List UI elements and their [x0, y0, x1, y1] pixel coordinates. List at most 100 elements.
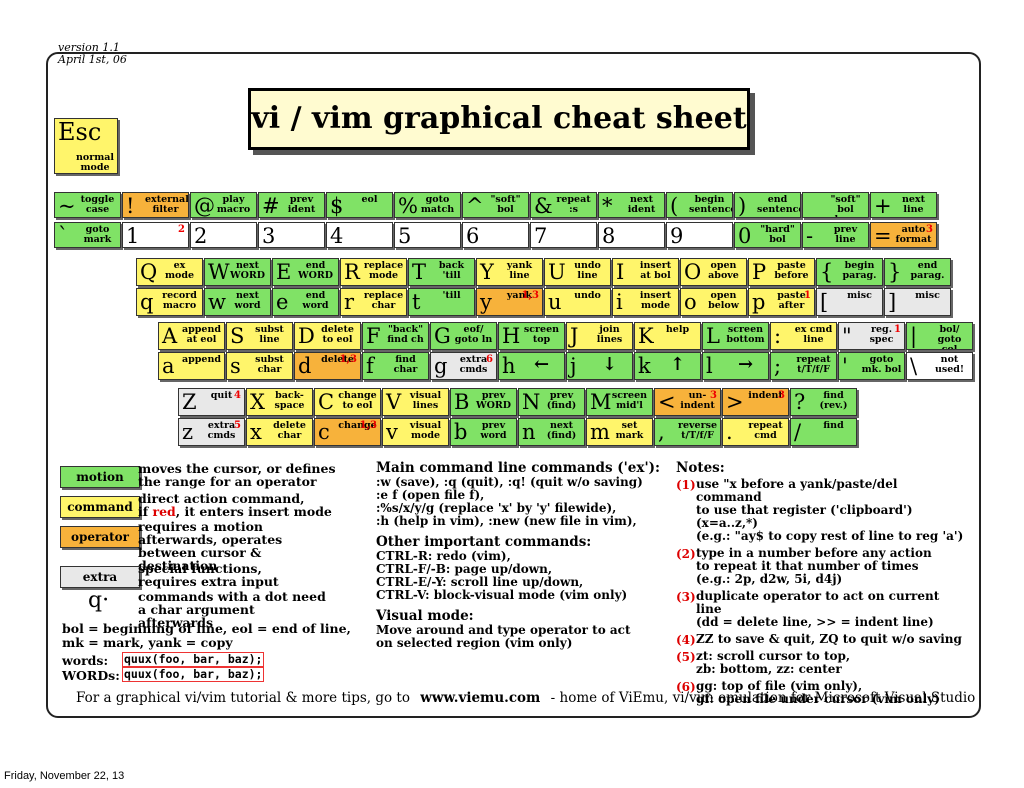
- key-desc: repeat :s: [556, 194, 591, 215]
- key-row1_top-10: )end sentence: [734, 192, 801, 218]
- key-label: _: [806, 194, 817, 218]
- key-label: D: [298, 324, 315, 348]
- key-desc: not used!: [934, 354, 965, 375]
- key-label: M: [590, 390, 612, 414]
- key-row1_top-9: (begin sentence: [666, 192, 733, 218]
- key-label: V: [386, 390, 402, 414]
- key-row3_bot-10: ' goto mk. bol: [838, 352, 905, 380]
- key-label: A: [162, 324, 178, 348]
- key-desc: prev (find): [546, 390, 577, 411]
- key-row1_bot-4: 4: [326, 222, 393, 248]
- key-label: #: [262, 194, 280, 218]
- key-label: H: [502, 324, 521, 348]
- note-text: zt: scroll cursor to top,: [696, 649, 851, 663]
- key-label: ~: [58, 194, 76, 218]
- key-row2_top-10: {begin parag.: [816, 258, 883, 286]
- legend-command-text2a: if: [138, 504, 153, 519]
- key-label: 3: [262, 224, 276, 248]
- key-desc: begin sentence: [689, 194, 733, 215]
- key-desc: delete char: [273, 420, 306, 441]
- key-row1_top-8: *next ident: [598, 192, 665, 218]
- key-desc: next word: [234, 290, 261, 311]
- key-desc: goto mark: [83, 224, 112, 245]
- footer-link[interactable]: www.viemu.com: [420, 690, 541, 706]
- key-desc: bol/ goto col: [937, 324, 962, 350]
- key-label: ': [842, 354, 848, 378]
- other-commands-heading: Other important commands:: [376, 534, 592, 550]
- key-label: 4: [330, 224, 344, 248]
- key-label: m: [590, 420, 610, 444]
- note-number: (1): [676, 478, 696, 492]
- note-number: (2): [676, 547, 696, 561]
- version-date: April 1st, 06: [58, 53, 127, 66]
- key-label: +: [874, 194, 892, 218]
- legend-operator: operator: [60, 526, 140, 548]
- key-label: Y: [480, 260, 494, 284]
- key-desc: reverse t/T/f/F: [677, 420, 717, 441]
- key-row3_top-9: :ex cmd line: [770, 322, 837, 350]
- key-desc: next WORD: [229, 260, 266, 281]
- key-note-ref: 1,3: [339, 354, 357, 365]
- key-desc: set mark: [615, 420, 644, 441]
- key-note-ref: 4: [234, 390, 241, 401]
- other-command-line: CTRL-E/-Y: scroll line up/down,: [376, 575, 584, 589]
- key-desc: prev line: [833, 224, 858, 245]
- legend-extra-text: special functions, requires extra input: [138, 561, 279, 589]
- key-label: !: [126, 194, 135, 218]
- note-text: gg: top of file (vim only),: [696, 679, 863, 693]
- note-item: (3)duplicate operator to act on current …: [676, 590, 966, 629]
- key-desc: indent: [748, 390, 783, 401]
- key-label: \: [910, 354, 918, 378]
- note-number: (3): [676, 590, 696, 604]
- key-desc: find char: [393, 354, 418, 375]
- key-label: `: [58, 224, 69, 248]
- key-label: n: [522, 420, 536, 444]
- key-desc: goto mk. bol: [861, 354, 902, 375]
- key-row1_bot-9: 9: [666, 222, 733, 248]
- key-note-ref: 1,3: [521, 290, 539, 301]
- main-command-line: :h (help in vim), :new (new file in vim)…: [376, 514, 637, 528]
- note-text: to repeat it that number of times: [696, 559, 919, 573]
- key-label: >: [726, 390, 744, 414]
- key-label: *: [602, 194, 613, 218]
- key-label: F: [366, 324, 381, 348]
- key-row1_top-2: @play macro: [190, 192, 257, 218]
- other-command-line: CTRL-R: redo (vim),: [376, 549, 511, 563]
- footer-text: For a graphical vi/vim tutorial & more t…: [76, 690, 410, 706]
- key-label: k: [638, 354, 651, 378]
- key-desc: eol: [361, 194, 378, 205]
- key-desc: extra cmds: [459, 354, 488, 375]
- key-row1_top-12: +next line: [870, 192, 937, 218]
- key-row1_top-6: ^"soft" bol: [462, 192, 529, 218]
- key-row2_bot-4: t'till: [408, 288, 475, 316]
- note-item: (1)use "x before a yank/paste/del comman…: [676, 478, 966, 543]
- key-desc: open above: [708, 260, 739, 281]
- key-label: x: [250, 420, 262, 444]
- key-desc: prev ident: [287, 194, 316, 215]
- key-label: /: [794, 420, 802, 444]
- key-desc: "hard" bol: [760, 224, 795, 245]
- visual-mode-heading: Visual mode:: [376, 608, 474, 624]
- cheat-sheet-frame: [46, 52, 981, 718]
- key-desc: yank: [506, 290, 533, 301]
- key-desc: paste after: [777, 290, 806, 311]
- visual-mode-line: on selected region (vim only): [376, 636, 573, 650]
- key-desc: end WORD: [297, 260, 334, 281]
